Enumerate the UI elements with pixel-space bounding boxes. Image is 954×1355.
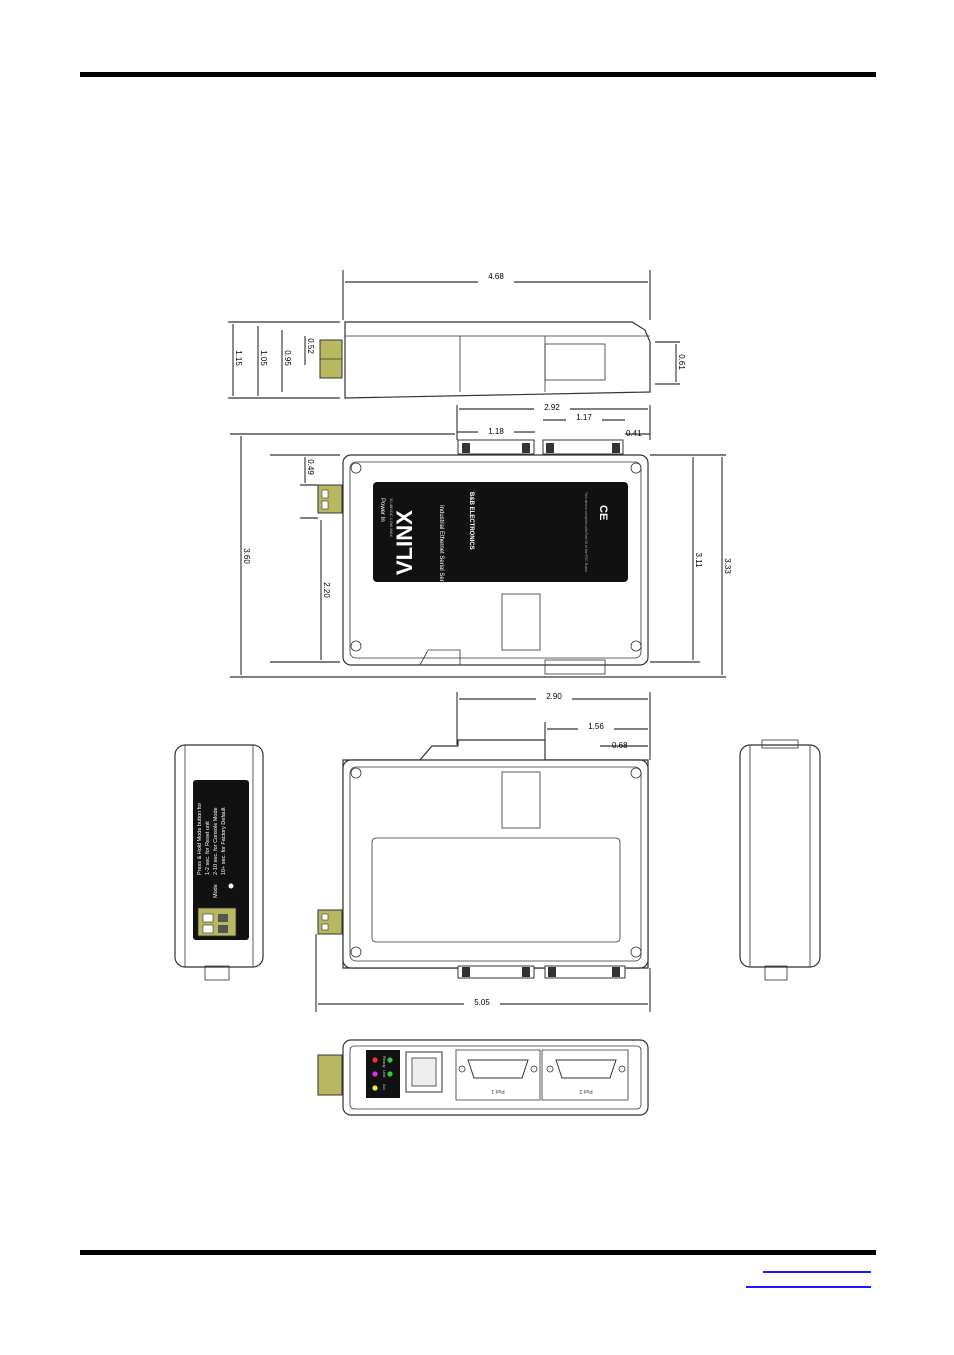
dim-right-height2: 3.33	[723, 558, 732, 574]
header-rule	[80, 72, 876, 77]
dim-rear-small: 0.68	[612, 741, 628, 750]
led-label-act: Act	[382, 1084, 387, 1091]
dim-rear-span: 2.90	[546, 692, 562, 701]
side-label-mode: Mode	[213, 884, 219, 898]
footer-link-1[interactable]	[763, 1271, 871, 1273]
side-label-line2: 1-2 sec. for Reset unit	[205, 821, 211, 875]
side-label-line1: Press & Hold Mode button for	[197, 803, 203, 875]
label-tagline: Industrial Ethernet Serial Server	[438, 505, 444, 590]
dim-port2-width: 1.17	[576, 413, 592, 422]
dim-port-span: 2.92	[544, 403, 560, 412]
dim-port1-width: 1.18	[488, 427, 504, 436]
dim-port-offset: 0.41	[626, 429, 642, 438]
right-end-view	[739, 739, 821, 981]
dim-side-h4: 0.52	[306, 338, 315, 354]
dim-right-height1: 3.11	[694, 553, 703, 569]
dim-overall-width: 5.05	[474, 998, 490, 1007]
dim-rear-mid: 1.56	[588, 722, 604, 731]
dim-side-right: 0.61	[677, 354, 686, 370]
top-profile-view: 4.68 1.15 1.05 0.95 0.52 0.61	[228, 270, 686, 399]
footer-rule	[80, 1250, 876, 1255]
rear-view: 2.90 1.56 0.68 5.05	[315, 692, 651, 1012]
main-front-view: 2.92 1.18 1.17 0.41 Power In 10-48VDC 1.…	[230, 403, 732, 678]
side-label-line4: 10+ sec. for Factory Default	[221, 807, 227, 875]
label-power-range: 10-48VDC 1.0W MAX	[389, 498, 394, 537]
port-panel-view: Ready Link Act Port 1 Port 2	[317, 1039, 649, 1116]
port1-label: Port 1	[491, 1088, 505, 1094]
label-fine-print: This device complies with Part 15 of the…	[584, 492, 588, 573]
left-end-view: Press & Hold Mode button for 1-2 sec. fo…	[174, 744, 264, 981]
label-power-in: Power In	[379, 498, 385, 522]
led-label-link: Link	[382, 1070, 387, 1077]
side-label-line3: 2-10 sec. for Console Mode	[213, 807, 219, 875]
dim-side-h3: 0.95	[283, 350, 292, 366]
led-label-ready: Ready	[382, 1056, 387, 1068]
dim-side-h1: 1.15	[234, 350, 243, 366]
dim-terminal-body: 2.20	[322, 582, 331, 598]
dim-top-width: 4.68	[488, 272, 504, 281]
dim-terminal-small: 0.49	[306, 459, 315, 475]
port2-label: Port 2	[579, 1088, 593, 1094]
label-company: B&B ELECTRONICS	[468, 492, 474, 550]
footer-link-2[interactable]	[746, 1286, 871, 1288]
label-brand: VLINX	[392, 510, 417, 575]
dim-left-total: 3.60	[242, 548, 251, 564]
label-ce-mark: CE	[597, 505, 609, 520]
dim-side-h2: 1.05	[259, 350, 268, 366]
